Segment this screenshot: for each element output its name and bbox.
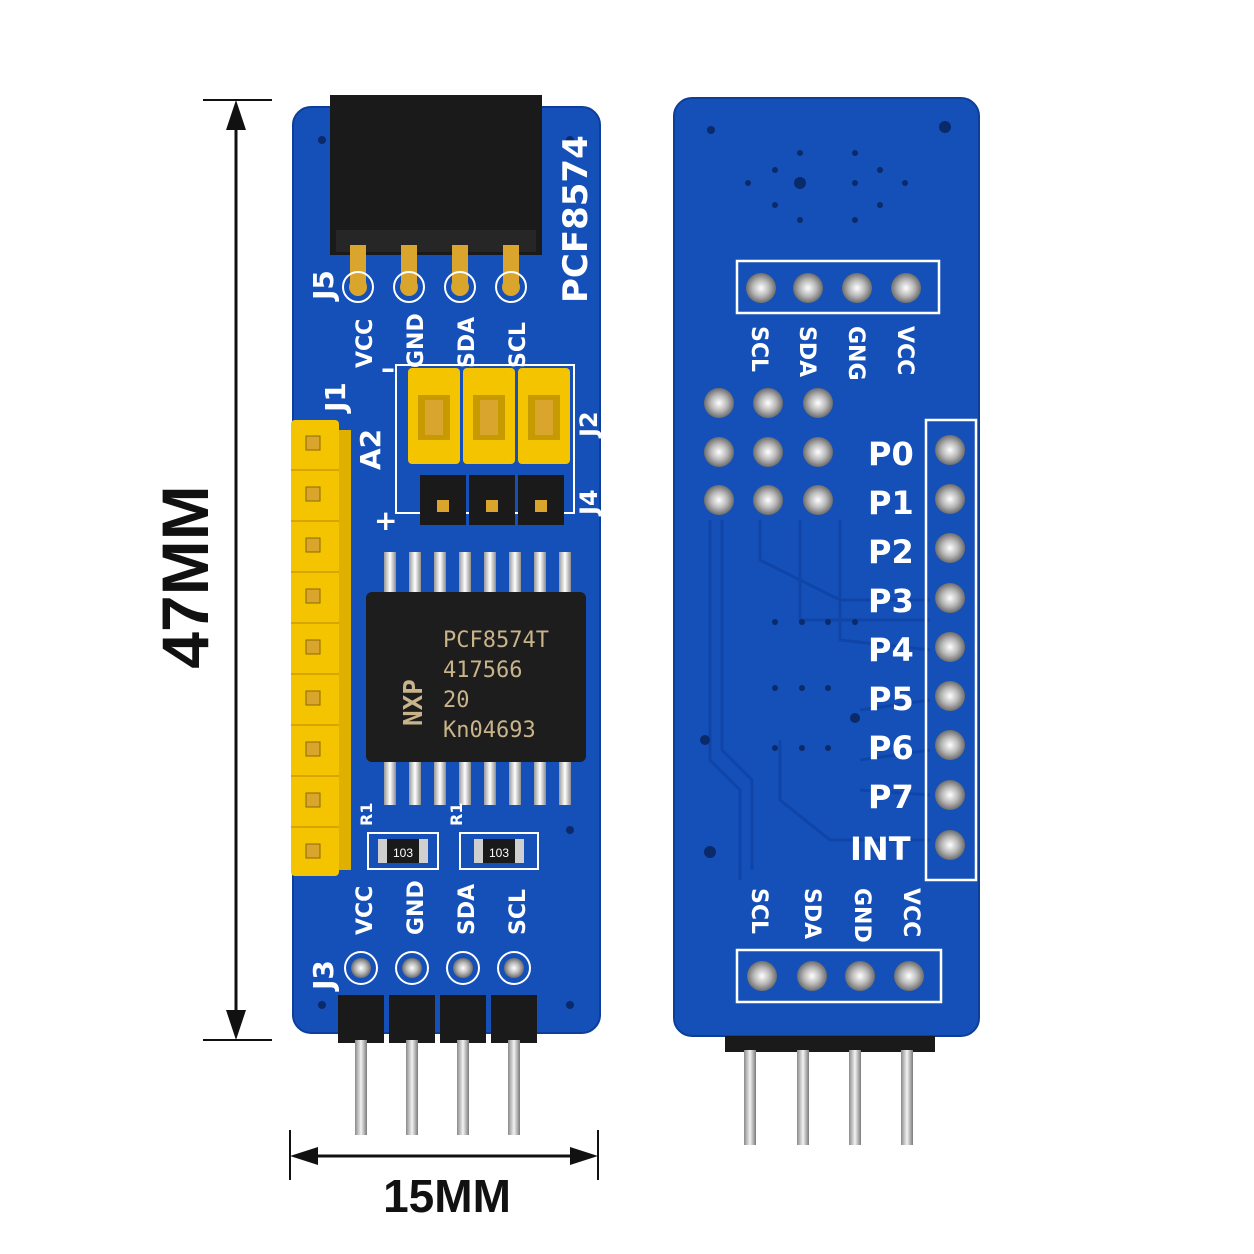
label-j4: J4 <box>575 489 603 517</box>
front-top-label-sda: SDA <box>455 317 480 368</box>
port-label-int: INT <box>850 830 911 868</box>
resistor-code-1: 103 <box>393 846 413 860</box>
pcf8574t-chip: NXP PCF8574T 417566 20 Kn04693 <box>366 552 586 805</box>
back-bottom-label-vcc: VCC <box>898 888 923 937</box>
back-top-label-vcc: VCC <box>892 326 917 375</box>
back-top-label-gng: GNG <box>843 326 868 381</box>
back-bottom-label-scl: SCL <box>746 888 771 934</box>
port-label-p0: P0 <box>868 435 914 473</box>
back-top-label-scl: SCL <box>746 326 771 372</box>
chip-line-2: 417566 <box>443 658 522 683</box>
resistors: R1 R1 103 103 <box>357 803 539 870</box>
port-label-p3: P3 <box>868 582 914 620</box>
label-minus: – <box>381 352 395 385</box>
resistor-label-1: R1 <box>357 803 376 826</box>
chip-line-4: Kn04693 <box>443 718 536 743</box>
port-label-p2: P2 <box>868 533 914 571</box>
back-top-label-sda: SDA <box>794 326 819 377</box>
back-port-pads <box>924 418 978 882</box>
front-pcb <box>293 107 600 1033</box>
resistor-code-2: 103 <box>489 846 509 860</box>
bottom-header-pads <box>344 951 531 985</box>
back-jumper-pads <box>704 388 833 515</box>
header-j1 <box>291 420 351 876</box>
back-bottom-label-sda: SDA <box>799 888 824 939</box>
front-bottom-label-gnd: GND <box>404 880 429 935</box>
chip-brand: NXP <box>399 679 429 726</box>
port-label-p1: P1 <box>868 484 914 522</box>
label-j3: J3 <box>307 960 340 992</box>
front-bottom-label-sda: SDA <box>455 884 480 935</box>
width-label: 15MM <box>383 1170 511 1222</box>
female-header-j5 <box>330 95 542 285</box>
back-male-header <box>725 1036 935 1145</box>
label-a2: A2 <box>354 429 387 470</box>
board-title: PCF8574 <box>556 135 596 303</box>
back-pcb <box>674 98 979 1036</box>
back-top-pads <box>735 259 941 315</box>
port-label-p5: P5 <box>868 680 914 718</box>
port-label-p4: P4 <box>868 631 914 669</box>
top-header-pads <box>342 271 527 303</box>
height-label: 47MM <box>148 485 222 668</box>
front-bottom-label-vcc: VCC <box>353 886 378 935</box>
header-j4 <box>420 475 564 525</box>
front-top-label-gnd: GND <box>404 313 429 368</box>
port-label-p6: P6 <box>868 729 914 767</box>
width-dimension: 15MM <box>289 1130 599 1222</box>
back-bottom-label-gnd: GND <box>849 888 874 943</box>
back-board: SCL SDA GNG VCC P0 <box>673 97 980 1145</box>
resistor-label-2: R1 <box>447 803 466 826</box>
male-header-j3 <box>338 995 537 1135</box>
label-j5: J5 <box>307 270 340 302</box>
front-top-label-vcc: VCC <box>353 319 378 368</box>
label-plus: + <box>374 504 397 537</box>
front-top-label-scl: SCL <box>506 322 531 368</box>
height-dimension: 47MM <box>148 99 272 1041</box>
port-label-p7: P7 <box>868 778 914 816</box>
address-jumpers[interactable] <box>408 368 570 464</box>
label-j2: J2 <box>575 411 603 439</box>
label-j1: J1 <box>319 382 352 414</box>
front-board: PCF8574 J5 VCC GND SDA SCL J1 A2 – + J2 … <box>291 95 603 1135</box>
chip-line-1: PCF8574T <box>443 628 549 653</box>
chip-line-3: 20 <box>443 688 470 713</box>
front-bottom-label-scl: SCL <box>506 889 531 935</box>
back-bottom-pads <box>735 948 943 1004</box>
